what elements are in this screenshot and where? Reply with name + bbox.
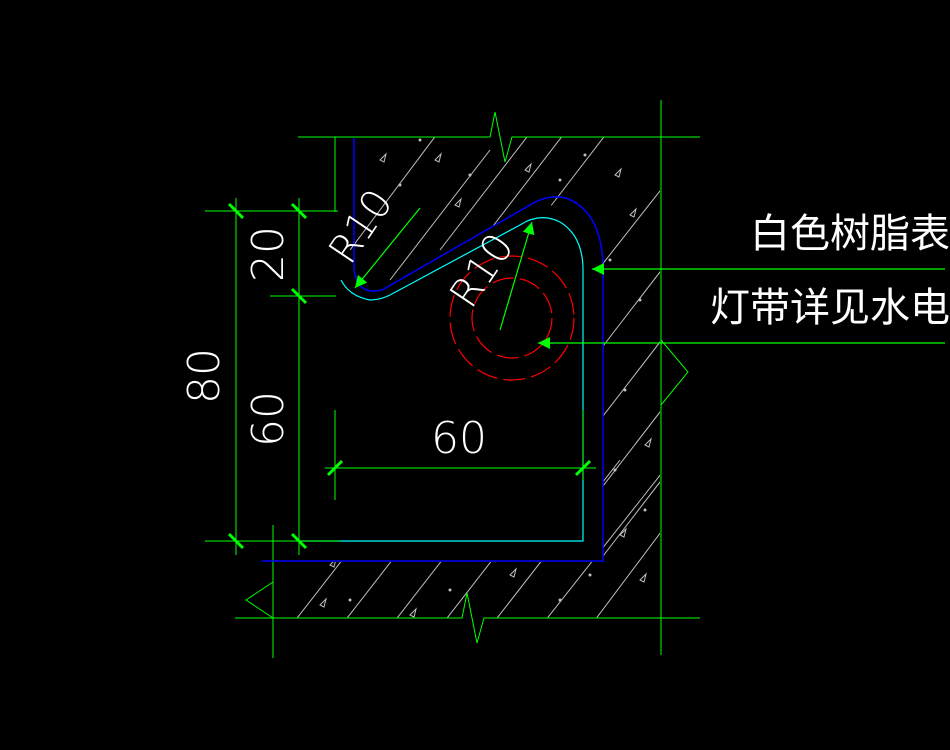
concrete-hatch [279, 137, 660, 618]
dim-upper-height: 20 [243, 226, 294, 282]
callout-leaders [538, 263, 945, 349]
outer-profile [262, 138, 604, 562]
dim-radius-right: R10 [441, 225, 523, 316]
dim-inner-width: 60 [431, 413, 487, 464]
light-strip-symbol [449, 255, 575, 381]
radius-leaders [354, 207, 535, 331]
label-light-strip-note: 灯带详见水电图 [710, 285, 950, 331]
dim-lower-height: 60 [243, 391, 294, 447]
label-resin-surface: 白色树脂表层 [750, 211, 950, 257]
dimension-ticks [227, 202, 592, 550]
inner-profile [299, 217, 584, 542]
concrete-outline [235, 100, 700, 658]
dim-overall-height: 80 [179, 348, 230, 404]
dim-radius-left: R10 [320, 181, 402, 272]
